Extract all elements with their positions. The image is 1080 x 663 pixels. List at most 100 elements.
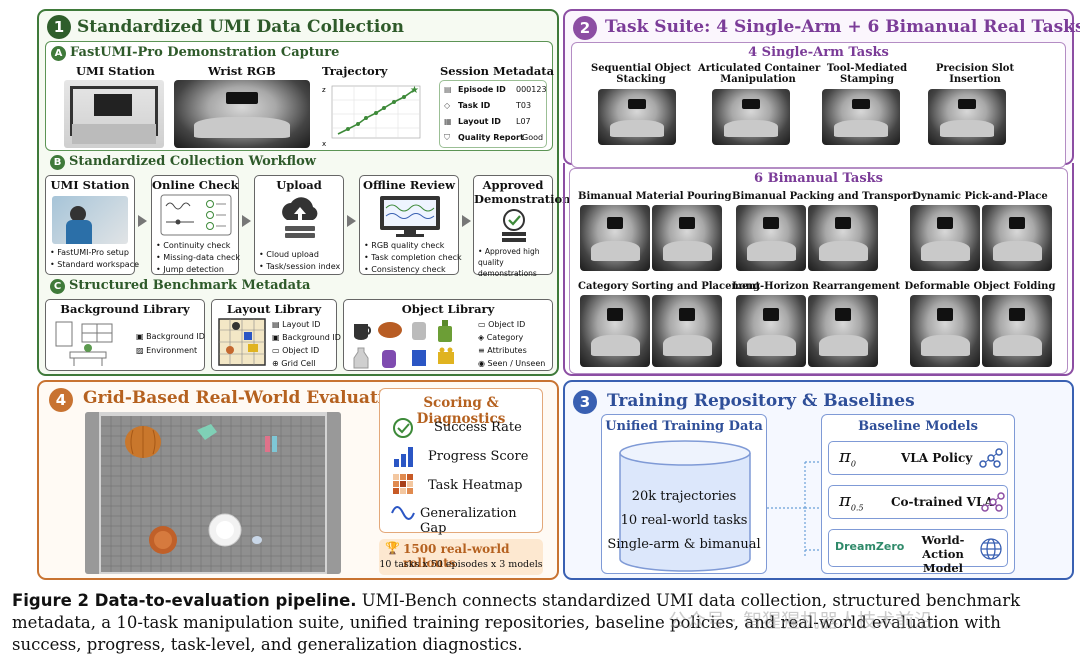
category-item: ◈ Category [478, 333, 524, 342]
session-metadata-label: Session Metadata [440, 64, 555, 78]
panel-number: 2 [573, 16, 597, 40]
library-title: Object Library [401, 302, 495, 316]
section-badge: A [51, 46, 66, 61]
data-line: Single-arm & bimanual [607, 537, 761, 552]
layout-id-item: ▤ Layout ID [272, 320, 321, 329]
flow-arrow [462, 215, 471, 227]
model-symbol: π0 [839, 446, 856, 469]
globe-icon [980, 538, 1002, 560]
monitor-icon [380, 196, 440, 237]
single-arm-title: 4 Single-Arm Tasks [748, 45, 889, 60]
step-bullet: • Standard workspace [50, 260, 140, 269]
cloud-upload-icon [282, 197, 318, 238]
step-title: UMI Station [50, 178, 130, 192]
trophy-icon: 🏆 [385, 541, 400, 555]
task-image-container [712, 89, 790, 145]
workflow-step-approved: Approved Demonstration • Approved high q… [473, 175, 571, 278]
task-label: Bimanual Material Pouring [578, 191, 732, 202]
task-image-pouring-right [652, 205, 722, 271]
connector-arrows [767, 458, 825, 558]
section-badge: C [50, 279, 65, 294]
panel-number: 3 [573, 390, 597, 414]
grid-board [85, 412, 341, 574]
model-symbol: DreamZero [835, 540, 905, 553]
task-image-folding-left [910, 295, 980, 367]
bar-chart-icon [394, 447, 413, 467]
metric-generalization: Generalization Gap [420, 506, 517, 536]
step-bullet: • Task/session index [259, 262, 341, 271]
step-bullet: • Continuity check [156, 241, 231, 250]
trajectory-label: Trajectory [322, 64, 388, 78]
background-library-card: Background Library ▣ Background ID ▨ Env… [45, 299, 205, 371]
caption-text: UMI-Bench connects standardized UMI data… [12, 591, 1021, 654]
task-image-sorting-right [652, 295, 722, 367]
success-check-icon [393, 418, 413, 438]
env-item: ▨ Environment [136, 346, 198, 355]
task-image-stacking [598, 89, 676, 145]
section-title: Standardized Collection Workflow [69, 154, 316, 169]
grid-cell-item: ⊕ Grid Cell [272, 359, 316, 368]
scoring-card: Scoring & Diagnostics Success Rate Progr… [379, 388, 543, 536]
layout-id-key: Layout ID [458, 117, 501, 126]
step-bullet: • Missing-data check [156, 253, 240, 262]
bimanual-section: 6 Bimanual Tasks Bimanual Material Pouri… [569, 168, 1068, 374]
panel-title: Task Suite: 4 Single-Arm + 6 Bimanual Re… [605, 17, 1080, 37]
task-label: Bimanual Packing and Transport [732, 191, 918, 202]
trajectory-plot: ★ z x [322, 85, 421, 148]
capture-section: A FastUMI-Pro Demonstration Capture UMI … [45, 41, 555, 151]
baseline-title: Baseline Models [858, 419, 978, 434]
model-dreamzero: DreamZero World-Action Model [828, 529, 1008, 575]
model-name: VLA Policy [901, 451, 973, 465]
figure-caption: Figure 2 Data-to-evaluation pipeline. UM… [12, 590, 1072, 656]
attributes-item: ≡ Attributes [478, 346, 527, 355]
checklist-icon [160, 194, 232, 236]
rollouts-badge: 🏆 1500 real-world rollouts 10 tasks x 50… [379, 539, 543, 575]
panel-task-suite: 2 Task Suite: 4 Single-Arm + 6 Bimanual … [563, 9, 1080, 168]
step-title: Online Check [152, 178, 239, 192]
baseline-models-card: Baseline Models π0 VLA Policy π0.5 Co-tr… [821, 414, 1015, 575]
flow-arrow [347, 215, 356, 227]
approved-check-icon [502, 209, 526, 242]
svg-text:z: z [322, 86, 326, 94]
svg-text:x: x [322, 140, 326, 148]
section-title: FastUMI-Pro Demonstration Capture [70, 45, 340, 60]
wrist-rgb-label: Wrist RGB [208, 64, 276, 78]
quality-report-key: Quality Report [458, 133, 524, 142]
task-image-stamping [822, 89, 900, 145]
grid-icon: ▦ [444, 117, 452, 126]
model-pi0: π0 VLA Policy [828, 441, 1008, 475]
scoring-title: Scoring & Diagnostics [416, 395, 506, 427]
heatmap-icon [393, 474, 413, 494]
task-image-pickplace-right [982, 205, 1052, 271]
layout-library-card: Layout Library ▤ Layout ID ▣ Background … [211, 299, 341, 371]
workflow-step-offline-review: Offline Review • RGB quality check • Tas… [359, 175, 462, 275]
bg-id-item: ▣ Background ID [136, 332, 205, 341]
quality-report-value: Good [522, 133, 544, 142]
data-line: 20k trajectories [631, 489, 737, 504]
panel-number: 4 [49, 388, 73, 412]
task-image-pouring-left [580, 205, 650, 271]
panel-number: 1 [47, 15, 71, 39]
object-id-item: ▭ Object ID [478, 320, 526, 329]
step-title: Approved Demonstration [474, 178, 571, 206]
panel-title: Training Repository & Baselines [607, 391, 915, 411]
bimanual-title: 6 Bimanual Tasks [754, 171, 883, 186]
watermark: 公众号 · 智猩猩机器人技术前沿 [668, 610, 934, 632]
umi-station-image [64, 80, 164, 148]
metric-heatmap: Task Heatmap [428, 478, 523, 493]
objects-icon [353, 320, 454, 369]
workflow-step-upload: Upload • Cloud upload • Task/session ind… [254, 175, 344, 275]
flow-arrow [242, 215, 251, 227]
umi-station-label: UMI Station [76, 64, 155, 78]
step-bullet: • Jump detection [156, 265, 224, 274]
session-metadata-card: ▤ Episode ID 000123 ◇ Task ID T03 ▦ Layo… [439, 80, 547, 148]
seen-unseen-item: ◉ Seen / Unseen [478, 359, 546, 368]
bg-id-item: ▣ Background ID [272, 333, 341, 342]
model-name: Co-trained VLA [891, 495, 994, 509]
step-bullet: • RGB quality check [364, 241, 445, 250]
section-title: Structured Benchmark Metadata [69, 278, 311, 293]
